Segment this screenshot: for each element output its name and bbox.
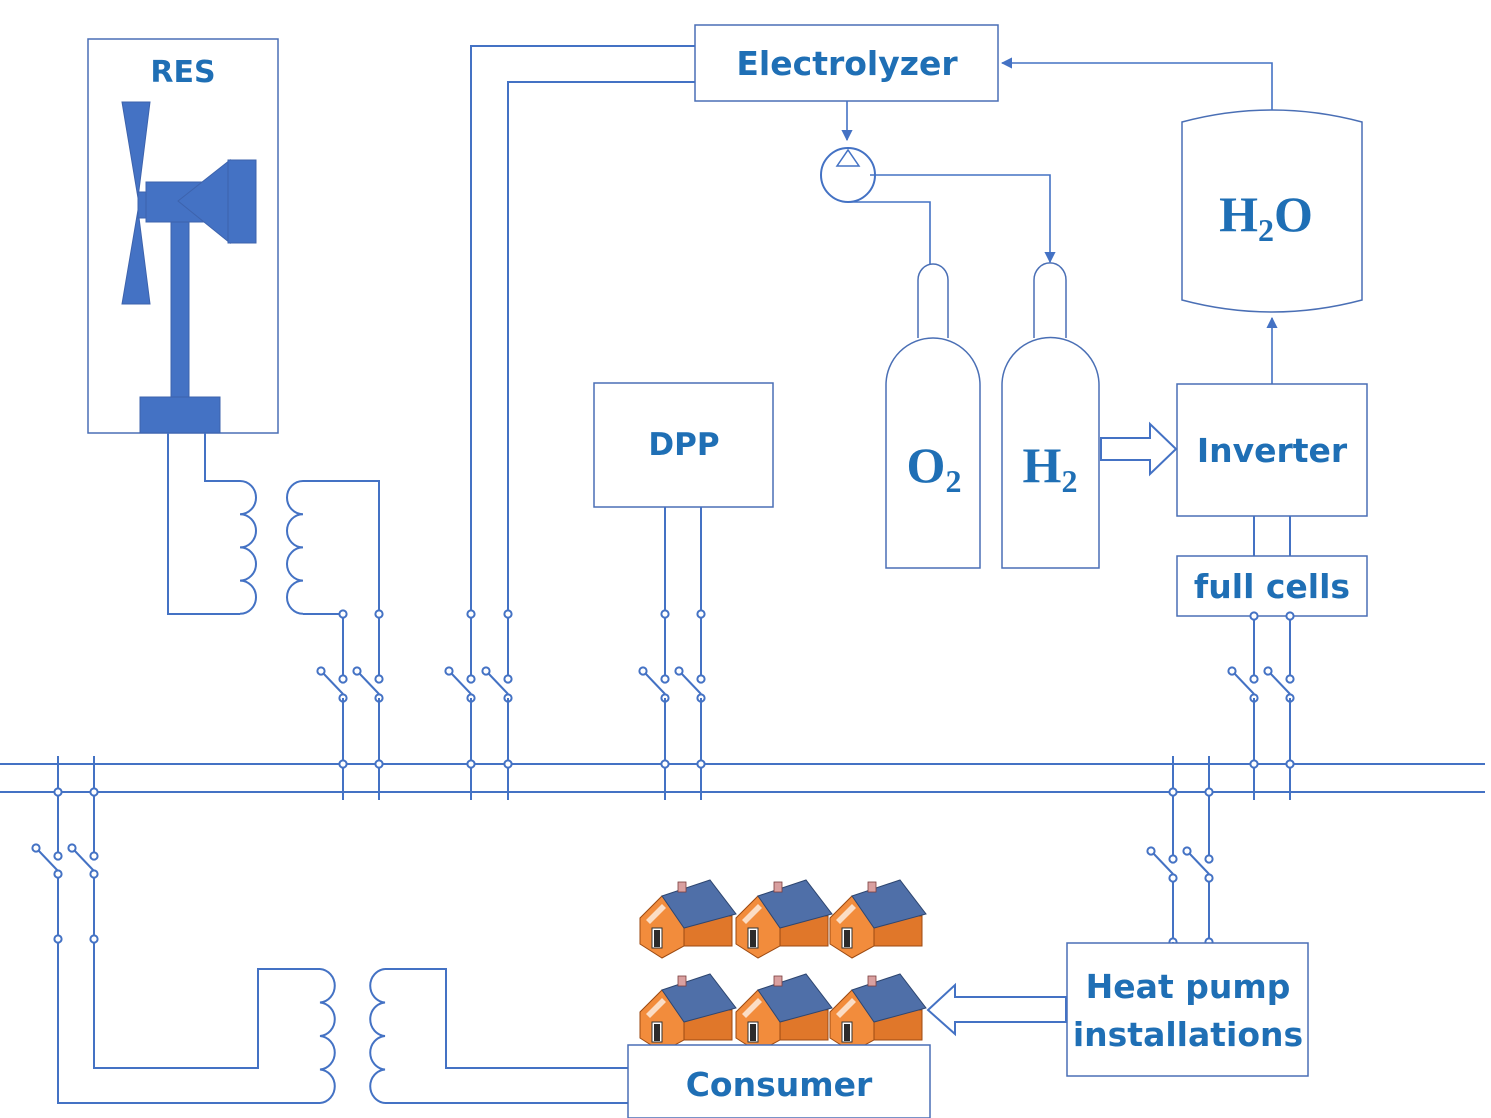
fuel-cells-label: full cells xyxy=(1194,567,1350,606)
oxygen-cylinder: O2 xyxy=(885,263,981,569)
house-icon xyxy=(639,879,737,959)
wind-turbine-icon xyxy=(121,101,257,434)
oxygen-formula: O2 xyxy=(907,437,962,499)
hydrogen-cylinder: H2 xyxy=(1001,262,1100,569)
houses-group xyxy=(639,879,927,1053)
inverter-label: Inverter xyxy=(1197,431,1348,470)
switch-icon xyxy=(31,756,1214,947)
water-tank: H2O xyxy=(1181,109,1363,313)
pump-icon xyxy=(820,147,876,203)
house-icon xyxy=(829,973,927,1053)
heat-pump-block: Heat pump installations xyxy=(1066,942,1309,1077)
consumer-label: Consumer xyxy=(686,1065,873,1104)
heat-pump-label-line2: installations xyxy=(1073,1015,1303,1054)
fuel-cells-block: full cells xyxy=(1176,555,1368,617)
hydrogen-to-inverter-arrow xyxy=(1100,421,1178,477)
transformer-icon xyxy=(57,942,628,1104)
res-block: RES xyxy=(87,38,279,434)
house-icon xyxy=(735,879,833,959)
consumer-block: Consumer xyxy=(627,1044,931,1118)
heat-pump-label-line1: Heat pump xyxy=(1086,967,1291,1006)
inverter-block: Inverter xyxy=(1176,383,1368,517)
house-icon xyxy=(829,879,927,959)
dpp-label: DPP xyxy=(648,427,719,463)
res-label: RES xyxy=(150,55,215,90)
house-icon xyxy=(735,973,833,1053)
bus-bars xyxy=(0,763,1485,793)
switch-icon xyxy=(316,609,1295,800)
hydrogen-formula: H2 xyxy=(1023,437,1078,499)
heat-to-consumer-arrow xyxy=(926,982,1067,1037)
electrolyzer-label: Electrolyzer xyxy=(736,44,958,83)
dpp-block: DPP xyxy=(593,382,774,508)
transformer-icon xyxy=(167,433,380,615)
house-icon xyxy=(639,973,737,1053)
water-formula: H2O xyxy=(1219,186,1313,248)
electrolyzer-block: Electrolyzer xyxy=(694,24,999,102)
